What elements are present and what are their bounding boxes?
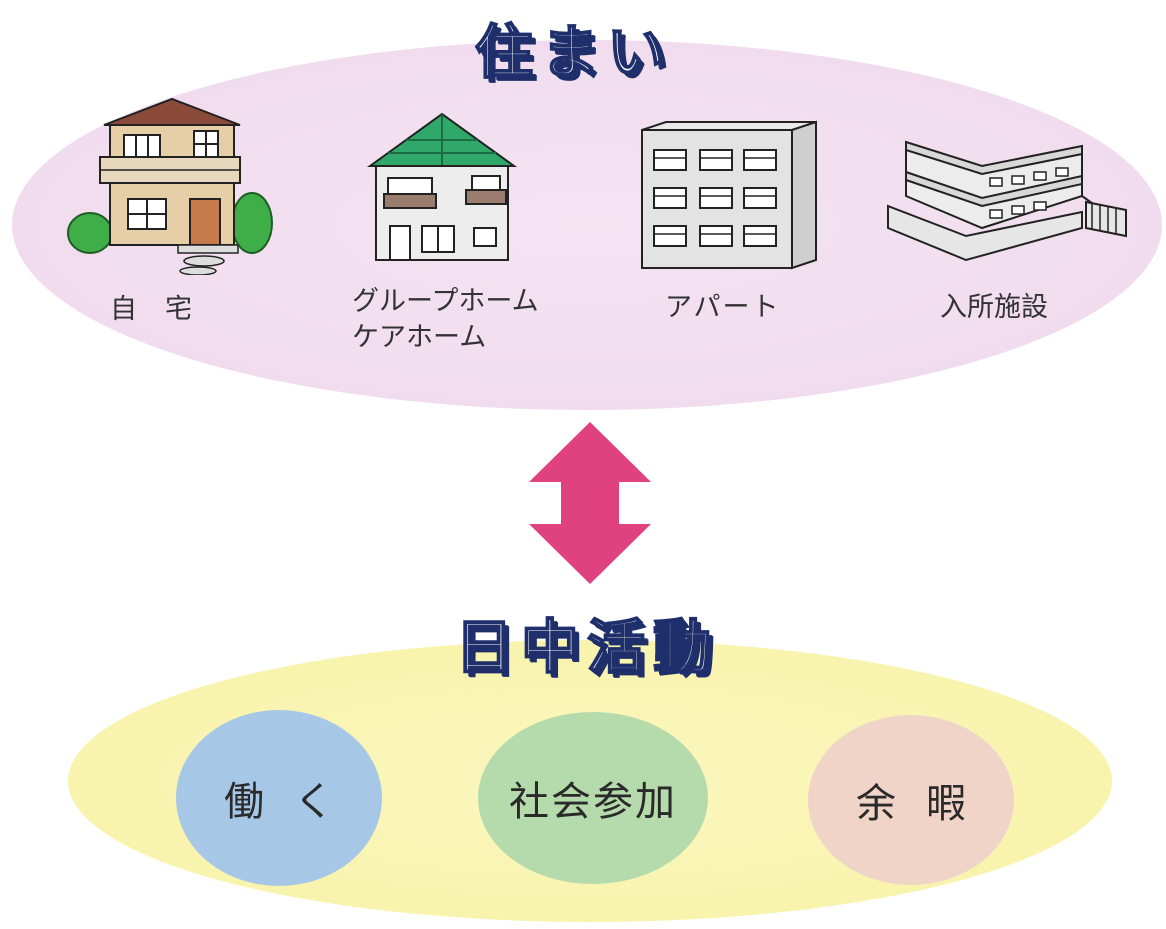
group-home-icon — [366, 112, 518, 261]
detached-house-icon — [67, 97, 273, 275]
label-group-home-line1: グループホーム — [352, 286, 539, 317]
label-apartment: アパート — [665, 292, 781, 323]
label-group-home: グループホーム ケアホーム — [352, 284, 539, 357]
label-own-home: 自宅 — [110, 294, 220, 325]
apartment-building-icon — [641, 120, 817, 270]
label-residential-facility: 入所施設 — [940, 292, 1048, 323]
daytime-activity-title: 日中活動 — [454, 612, 720, 682]
bubble-work: 働く — [176, 710, 382, 886]
housing-title: 住まい — [474, 17, 674, 87]
bubble-social-participation: 社会参加 — [478, 712, 708, 884]
label-group-home-line2: ケアホーム — [352, 322, 487, 354]
residential-facility-icon — [887, 140, 1127, 262]
double-arrow-icon — [529, 422, 651, 584]
bubble-leisure: 余暇 — [808, 715, 1014, 885]
